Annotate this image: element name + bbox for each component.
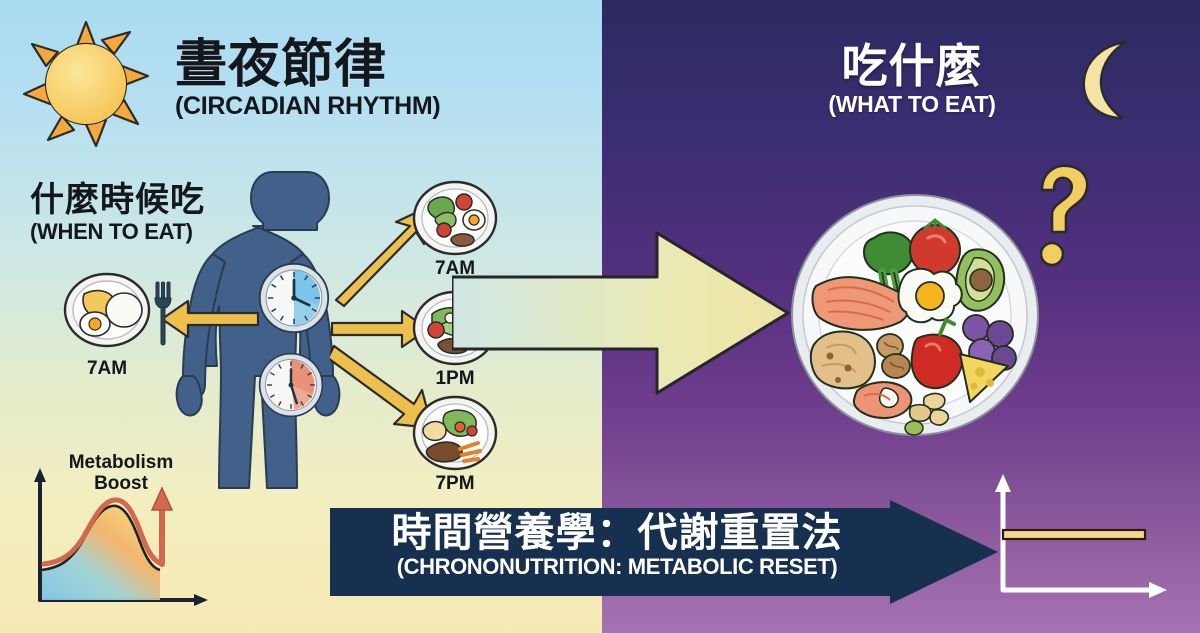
sun-icon	[22, 20, 150, 148]
banner-arrow-icon	[330, 500, 998, 604]
right-title-zh: 吃什麼	[841, 40, 983, 92]
banner-title-zh: 時間營養學：代謝重置法	[391, 511, 843, 555]
food-cheese-wedge	[959, 353, 1009, 403]
meal-label-7pm: 7PM	[435, 473, 475, 494]
fork-icon	[154, 281, 172, 346]
food-salmon-fillet	[811, 276, 911, 331]
when-to-eat-label: 什麼時候吃 (WHEN TO EAT)	[30, 181, 205, 245]
left-title-en: (CIRCADIAN RHYTHM)	[175, 92, 441, 121]
meal-label-7am: 7AM	[434, 258, 476, 279]
nighttime-clock	[258, 352, 324, 418]
banner-title-en: (CHRONONUTRITION: METABOLIC RESET)	[396, 554, 838, 580]
food-fried-egg	[897, 267, 963, 324]
when-to-eat-en: (WHEN TO EAT)	[30, 219, 193, 245]
moon-icon	[1082, 40, 1128, 120]
food-cashew-nuts	[904, 392, 950, 436]
left-title-zh: 晝夜節律	[175, 36, 388, 94]
meal-label-1pm: 1PM	[435, 368, 475, 389]
metabolism-title-line1: Metabolism	[68, 452, 174, 473]
metabolism-up-arrow-icon	[150, 486, 174, 567]
meal-plate-left-7am	[63, 272, 151, 348]
banner-text-block: 時間營養學：代謝重置法 (CHRONONUTRITION: METABOLIC …	[352, 511, 882, 580]
food-red-bell-pepper	[910, 317, 964, 390]
question-mark-icon	[1039, 164, 1089, 267]
metabolism-boost-chart	[34, 468, 208, 606]
metabolism-chart-title: Metabolism Boost	[46, 452, 196, 495]
meal-plate-7pm	[412, 395, 498, 471]
right-title-block: 吃什麼 (WHAT TO EAT)	[762, 42, 1062, 118]
food-bread-roll	[809, 330, 876, 390]
daytime-clock	[258, 262, 330, 334]
right-title-en: (WHAT TO EAT)	[828, 90, 996, 117]
meal-label-left-7am: 7AM	[86, 358, 128, 379]
flat-metabolism-chart	[995, 474, 1167, 598]
food-walnuts	[876, 333, 911, 379]
meal-plate-1pm	[412, 290, 498, 366]
when-to-eat-zh: 什麼時候吃	[30, 181, 205, 219]
metabolism-title-line2: Boost	[94, 473, 148, 495]
food-salmon-steak	[852, 381, 913, 420]
balanced-nutrition-plate	[791, 194, 1039, 436]
left-title-block: 晝夜節律 (CIRCADIAN RHYTHM)	[175, 36, 505, 121]
meal-plate-7am	[412, 180, 498, 256]
food-avocado	[955, 248, 1006, 312]
